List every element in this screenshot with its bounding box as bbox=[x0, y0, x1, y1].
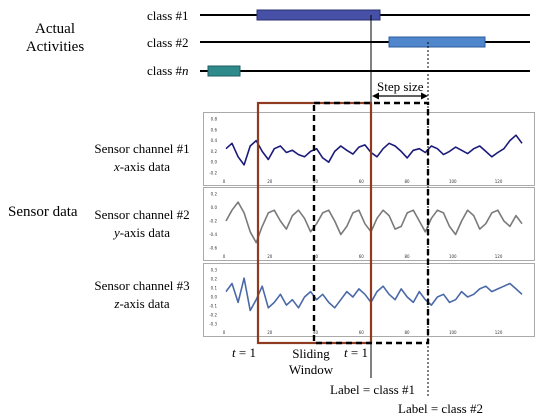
x-tick-label: 80 bbox=[404, 179, 410, 184]
sliding-window-label: Sliding Window bbox=[284, 346, 338, 377]
y-tick-label: 0.3 bbox=[211, 268, 218, 273]
sensor-waveform bbox=[225, 134, 523, 166]
channel-1-label: Sensor channel #1 x-axis data bbox=[84, 141, 200, 174]
y-tick-label: -0.2 bbox=[209, 219, 217, 224]
y-tick-label: -0.2 bbox=[209, 313, 217, 318]
x-tick-label: 120 bbox=[495, 179, 503, 184]
class-1-label: class #1 bbox=[147, 8, 189, 23]
x-tick-label: 40 bbox=[313, 330, 319, 335]
x-tick-label: 120 bbox=[495, 254, 503, 259]
plot-panel-3: 0.3 0.2 0.1 0.0 -0.1 -0.2 -0.3 0 20 40 60 80 100 120 bbox=[203, 263, 535, 337]
y-tick-label: 0.4 bbox=[211, 138, 218, 143]
y-tick-label: 0.0 bbox=[211, 205, 218, 210]
x-tick-label: 80 bbox=[404, 254, 410, 259]
x-tick-label: 0 bbox=[223, 330, 226, 335]
activity-bar-class-1 bbox=[256, 9, 381, 21]
channel-2-name: Sensor channel #2 bbox=[94, 207, 190, 222]
actual-activities-label: Actual Activities bbox=[12, 20, 98, 56]
channel-2-axis: y-axis data bbox=[114, 225, 170, 240]
y-tick-label: 0.2 bbox=[211, 149, 218, 154]
plot-1-svg: 0.8 0.6 0.4 0.2 0.0 -0.2 0 20 40 60 80 100 120 bbox=[209, 117, 523, 184]
x-tick-label: 60 bbox=[359, 330, 365, 335]
y-tick-label: 0.1 bbox=[211, 286, 218, 291]
y-tick-label: 0.8 bbox=[211, 117, 218, 122]
y-tick-label: 0.6 bbox=[211, 127, 218, 132]
plot-3-svg: 0.3 0.2 0.1 0.0 -0.1 -0.2 -0.3 0 20 40 60 80 100 120 bbox=[209, 268, 523, 335]
x-tick-label: 20 bbox=[267, 179, 273, 184]
channel-2-label: Sensor channel #2 y-axis data bbox=[84, 207, 200, 240]
y-tick-label: 0.0 bbox=[211, 295, 218, 300]
x-tick-label: 60 bbox=[359, 254, 365, 259]
channel-1-axis: x-axis data bbox=[114, 159, 170, 174]
sensor-data-label: Sensor data bbox=[8, 204, 78, 220]
y-tick-label: 0.2 bbox=[211, 277, 218, 282]
class-n-label: class #n bbox=[147, 63, 189, 78]
class-2-label: class #2 bbox=[147, 35, 189, 50]
label-class-2: Label = class #2 bbox=[398, 401, 483, 416]
t-equals-1-left: t = 1 bbox=[232, 345, 256, 360]
class-n-italic: n bbox=[182, 63, 189, 78]
step-size-label: Step size bbox=[377, 79, 424, 94]
y-tick-label: 0.2 bbox=[211, 192, 218, 197]
y-tick-label: -0.4 bbox=[209, 232, 217, 237]
x-tick-label: 40 bbox=[313, 179, 319, 184]
y-tick-label: -0.6 bbox=[209, 246, 217, 251]
x-tick-label: 100 bbox=[449, 254, 457, 259]
label-class-1: Label = class #1 bbox=[330, 382, 415, 397]
x-tick-label: 0 bbox=[223, 254, 226, 259]
y-tick-label: 0.0 bbox=[211, 160, 218, 165]
t-equals-1-right: t = 1 bbox=[344, 345, 368, 360]
channel-3-axis: z-axis data bbox=[114, 296, 170, 311]
activity-bar-class-2 bbox=[388, 36, 486, 48]
x-tick-label: 80 bbox=[404, 330, 410, 335]
x-tick-label: 100 bbox=[449, 330, 457, 335]
x-tick-label: 20 bbox=[267, 254, 273, 259]
channel-3-name: Sensor channel #3 bbox=[94, 278, 190, 293]
x-tick-label: 120 bbox=[495, 330, 503, 335]
sensor-waveform bbox=[225, 277, 523, 312]
plot-panel-1: 0.8 0.6 0.4 0.2 0.0 -0.2 0 20 40 60 80 100 120 bbox=[203, 112, 535, 186]
x-tick-label: 60 bbox=[359, 179, 365, 184]
sliding-window-line2: Window bbox=[288, 362, 334, 377]
plot-2-svg: 0.2 0.0 -0.2 -0.4 -0.6 0 20 40 60 80 100 120 bbox=[209, 192, 523, 259]
x-tick-label: 20 bbox=[267, 330, 273, 335]
actual-activities-line1: Actual bbox=[35, 21, 75, 37]
x-tick-label: 40 bbox=[313, 254, 319, 259]
sensor-waveform bbox=[225, 201, 523, 244]
y-tick-label: -0.1 bbox=[209, 304, 217, 309]
y-tick-label: -0.3 bbox=[209, 322, 217, 327]
plot-panel-2: 0.2 0.0 -0.2 -0.4 -0.6 0 20 40 60 80 100 120 bbox=[203, 187, 535, 261]
activity-bar-class-n bbox=[207, 65, 241, 77]
class-n-prefix: class # bbox=[147, 63, 183, 78]
channel-1-name: Sensor channel #1 bbox=[94, 141, 190, 156]
channel-3-label: Sensor channel #3 z-axis data bbox=[84, 278, 200, 311]
sliding-window-line1: Sliding bbox=[292, 346, 330, 361]
x-tick-label: 100 bbox=[449, 179, 457, 184]
x-tick-label: 0 bbox=[223, 179, 226, 184]
actual-activities-line2: Activities bbox=[25, 39, 85, 55]
y-tick-label: -0.2 bbox=[209, 171, 217, 176]
